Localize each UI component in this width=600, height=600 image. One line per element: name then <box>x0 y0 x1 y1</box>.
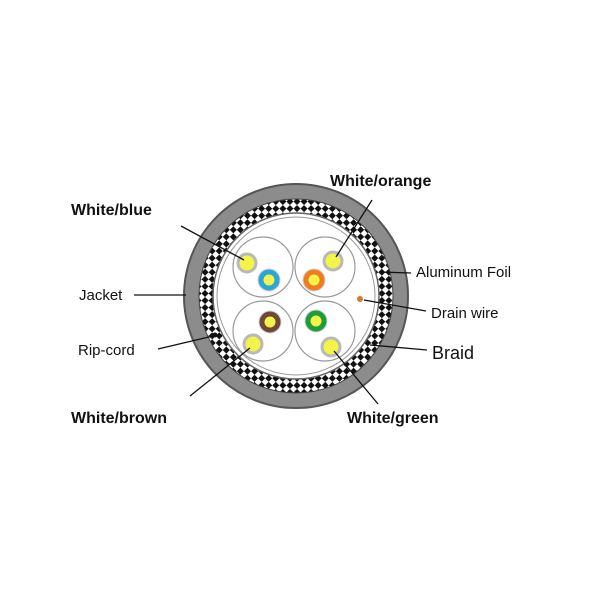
rip-cord-dot <box>212 332 218 338</box>
leader-aluminum-foil <box>378 271 412 274</box>
white-orange-conductor <box>322 250 344 272</box>
leader-rip-cord <box>157 335 214 350</box>
label-braid: Braid <box>432 343 475 363</box>
leader-white-brown <box>189 347 251 397</box>
leader-white-green <box>333 350 379 405</box>
leader-white-blue <box>180 225 245 261</box>
label-white-orange: White/orange <box>330 173 432 190</box>
blue-conductor-core <box>263 274 275 286</box>
leader-braid <box>369 344 428 351</box>
label-drain-wire: Drain wire <box>431 305 499 322</box>
label-white-green: White/green <box>347 410 439 427</box>
leader-white-orange <box>335 199 373 258</box>
white-blue-conductor <box>236 252 258 274</box>
drain-wire-dot <box>357 296 363 302</box>
green-conductor-core <box>310 315 322 327</box>
label-aluminum-foil: Aluminum Foil <box>416 264 512 281</box>
orange-conductor-core <box>308 274 320 286</box>
brown-conductor-core <box>264 316 276 328</box>
label-rip-cord: Rip-cord <box>78 342 135 359</box>
leader-drain-wire <box>363 299 427 312</box>
label-jacket: Jacket <box>79 287 123 304</box>
label-white-blue: White/blue <box>71 202 152 219</box>
white-green-conductor <box>320 336 342 358</box>
label-white-brown: White/brown <box>71 410 167 427</box>
